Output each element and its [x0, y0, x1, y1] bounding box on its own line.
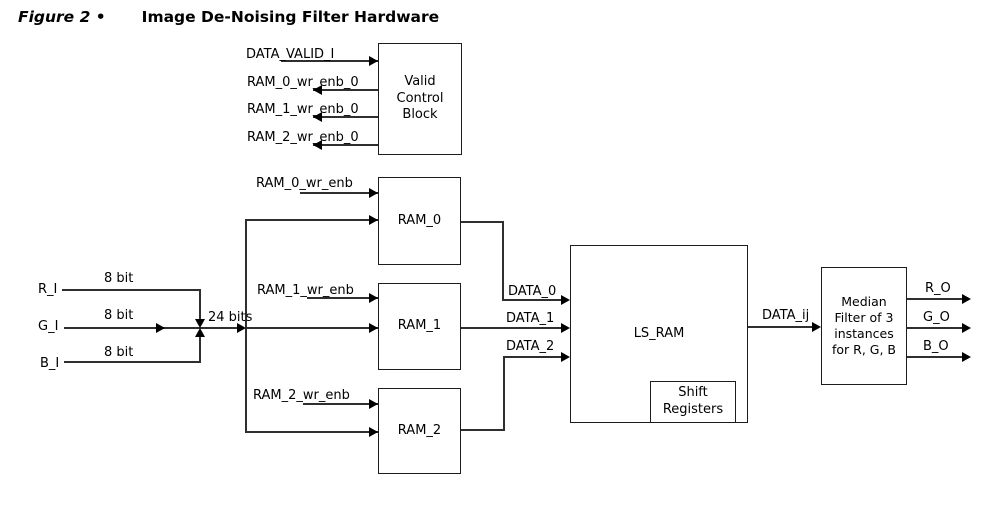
ram1-wr-enb-0-label: RAM_1_wr_enb_0	[247, 102, 359, 117]
ls-ram-block-label: LS_RAM	[633, 325, 685, 341]
wire-ram0-wr-enb	[300, 192, 378, 194]
valid-control-block-label: Valid Control Block	[396, 73, 444, 123]
r-o-label: R_O	[925, 281, 951, 296]
ram2-block-label: RAM_2	[397, 422, 442, 438]
arrowhead-bus-to-ram1	[369, 323, 378, 333]
valid-control-block: Valid Control Block	[378, 43, 462, 155]
ram0-block: RAM_0	[378, 177, 461, 265]
wire-r-i-down	[199, 289, 201, 320]
arrowhead-data-ij	[812, 322, 821, 332]
data1-label: DATA_1	[506, 311, 555, 326]
arrowhead-b-o	[962, 352, 971, 362]
g-o-label: G_O	[923, 310, 950, 325]
wire-24bit-bus	[245, 219, 247, 433]
wire-bus-to-ram2	[246, 431, 378, 433]
ram0-wr-enb-0-label: RAM_0_wr_enb_0	[247, 75, 359, 90]
figure-title: Figure 2 • Image De-Noising Filter Hardw…	[18, 8, 439, 26]
arrowhead-data-valid-i	[369, 56, 378, 66]
ram0-block-label: RAM_0	[397, 212, 442, 228]
wire-b-i-up	[199, 336, 201, 363]
wire-r-o	[906, 298, 962, 300]
wire-data-ij	[748, 326, 812, 328]
r-i-label: R_I	[38, 282, 58, 297]
wire-ram1-wr-enb-0	[313, 116, 378, 118]
median-filter-block-label: Median Filter of 3 instances for R, G, B	[831, 293, 896, 358]
wire-ram2-wr-enb-0	[313, 144, 378, 146]
wire-ram0-out-h1	[461, 221, 504, 223]
wire-ram1-wr-enb	[307, 297, 378, 299]
median-filter-block: Median Filter of 3 instances for R, G, B	[821, 267, 907, 385]
wire-bus-to-ram1	[246, 327, 378, 329]
ram1-block-label: RAM_1	[397, 318, 442, 334]
arrowhead-g-o	[962, 323, 971, 333]
wire-ram0-out-v	[502, 221, 504, 301]
wire-g-o	[906, 327, 962, 329]
b-i-label: B_I	[40, 356, 60, 371]
b-8bit-label: 8 bit	[104, 345, 134, 360]
ram1-block: RAM_1	[378, 283, 461, 370]
arrowhead-bus-to-ram2	[369, 427, 378, 437]
wire-ram2-out-v	[503, 356, 505, 431]
arrowhead-ram1-wr-enb	[369, 293, 378, 303]
b-o-label: B_O	[923, 339, 949, 354]
wire-ram2-wr-enb	[303, 403, 378, 405]
ram0-wr-enb-label: RAM_0_wr_enb	[256, 176, 353, 191]
arrowhead-ram2-wr-enb	[369, 399, 378, 409]
arrowhead-ram0-wr-enb-0	[313, 85, 322, 95]
data0-label: DATA_0	[508, 284, 557, 299]
wire-r-i	[62, 289, 201, 291]
figure-number: Figure 2 •	[18, 8, 106, 26]
arrowhead-bus-to-ram0	[369, 215, 378, 225]
wire-data0	[502, 299, 561, 301]
arrowhead-g-i-mid	[156, 323, 165, 333]
arrowhead-ram2-wr-enb-0	[313, 140, 322, 150]
wire-data-valid-i	[281, 60, 378, 62]
ram2-wr-enb-label: RAM_2_wr_enb	[253, 388, 350, 403]
wire-ram0-wr-enb-0	[313, 89, 378, 91]
arrowhead-24bits-bus	[237, 323, 246, 333]
wire-ram2-out-h1	[461, 429, 505, 431]
arrowhead-data0	[561, 295, 570, 305]
data2-label: DATA_2	[506, 339, 555, 354]
figure-caption: Image De-Noising Filter Hardware	[141, 8, 440, 26]
g-i-label: G_I	[38, 319, 59, 334]
wire-data1	[461, 327, 561, 329]
wire-bus-to-ram0	[246, 219, 378, 221]
shift-registers-block: Shift Registers	[650, 381, 736, 423]
arrowhead-r-i-down	[195, 319, 205, 328]
wire-b-i	[64, 361, 201, 363]
arrowhead-data2	[561, 352, 570, 362]
arrowhead-ram0-wr-enb	[369, 188, 378, 198]
r-8bit-label: 8 bit	[104, 271, 134, 286]
ram2-block: RAM_2	[378, 388, 461, 474]
wire-g-i	[64, 327, 238, 329]
bits24-label: 24 bits	[208, 310, 253, 325]
shift-registers-block-label: Shift Registers	[662, 385, 724, 417]
arrowhead-ram1-wr-enb-0	[313, 112, 322, 122]
data-valid-i-label: DATA_VALID_I	[246, 47, 335, 62]
ram1-wr-enb-label: RAM_1_wr_enb	[257, 283, 354, 298]
arrowhead-r-o	[962, 294, 971, 304]
wire-data2	[503, 356, 561, 358]
wire-b-o	[906, 356, 962, 358]
ram2-wr-enb-0-label: RAM_2_wr_enb_0	[247, 130, 359, 145]
arrowhead-b-i-up	[195, 328, 205, 337]
data-ij-label: DATA_ij	[762, 308, 810, 323]
g-8bit-label: 8 bit	[104, 308, 134, 323]
arrowhead-data1	[561, 323, 570, 333]
